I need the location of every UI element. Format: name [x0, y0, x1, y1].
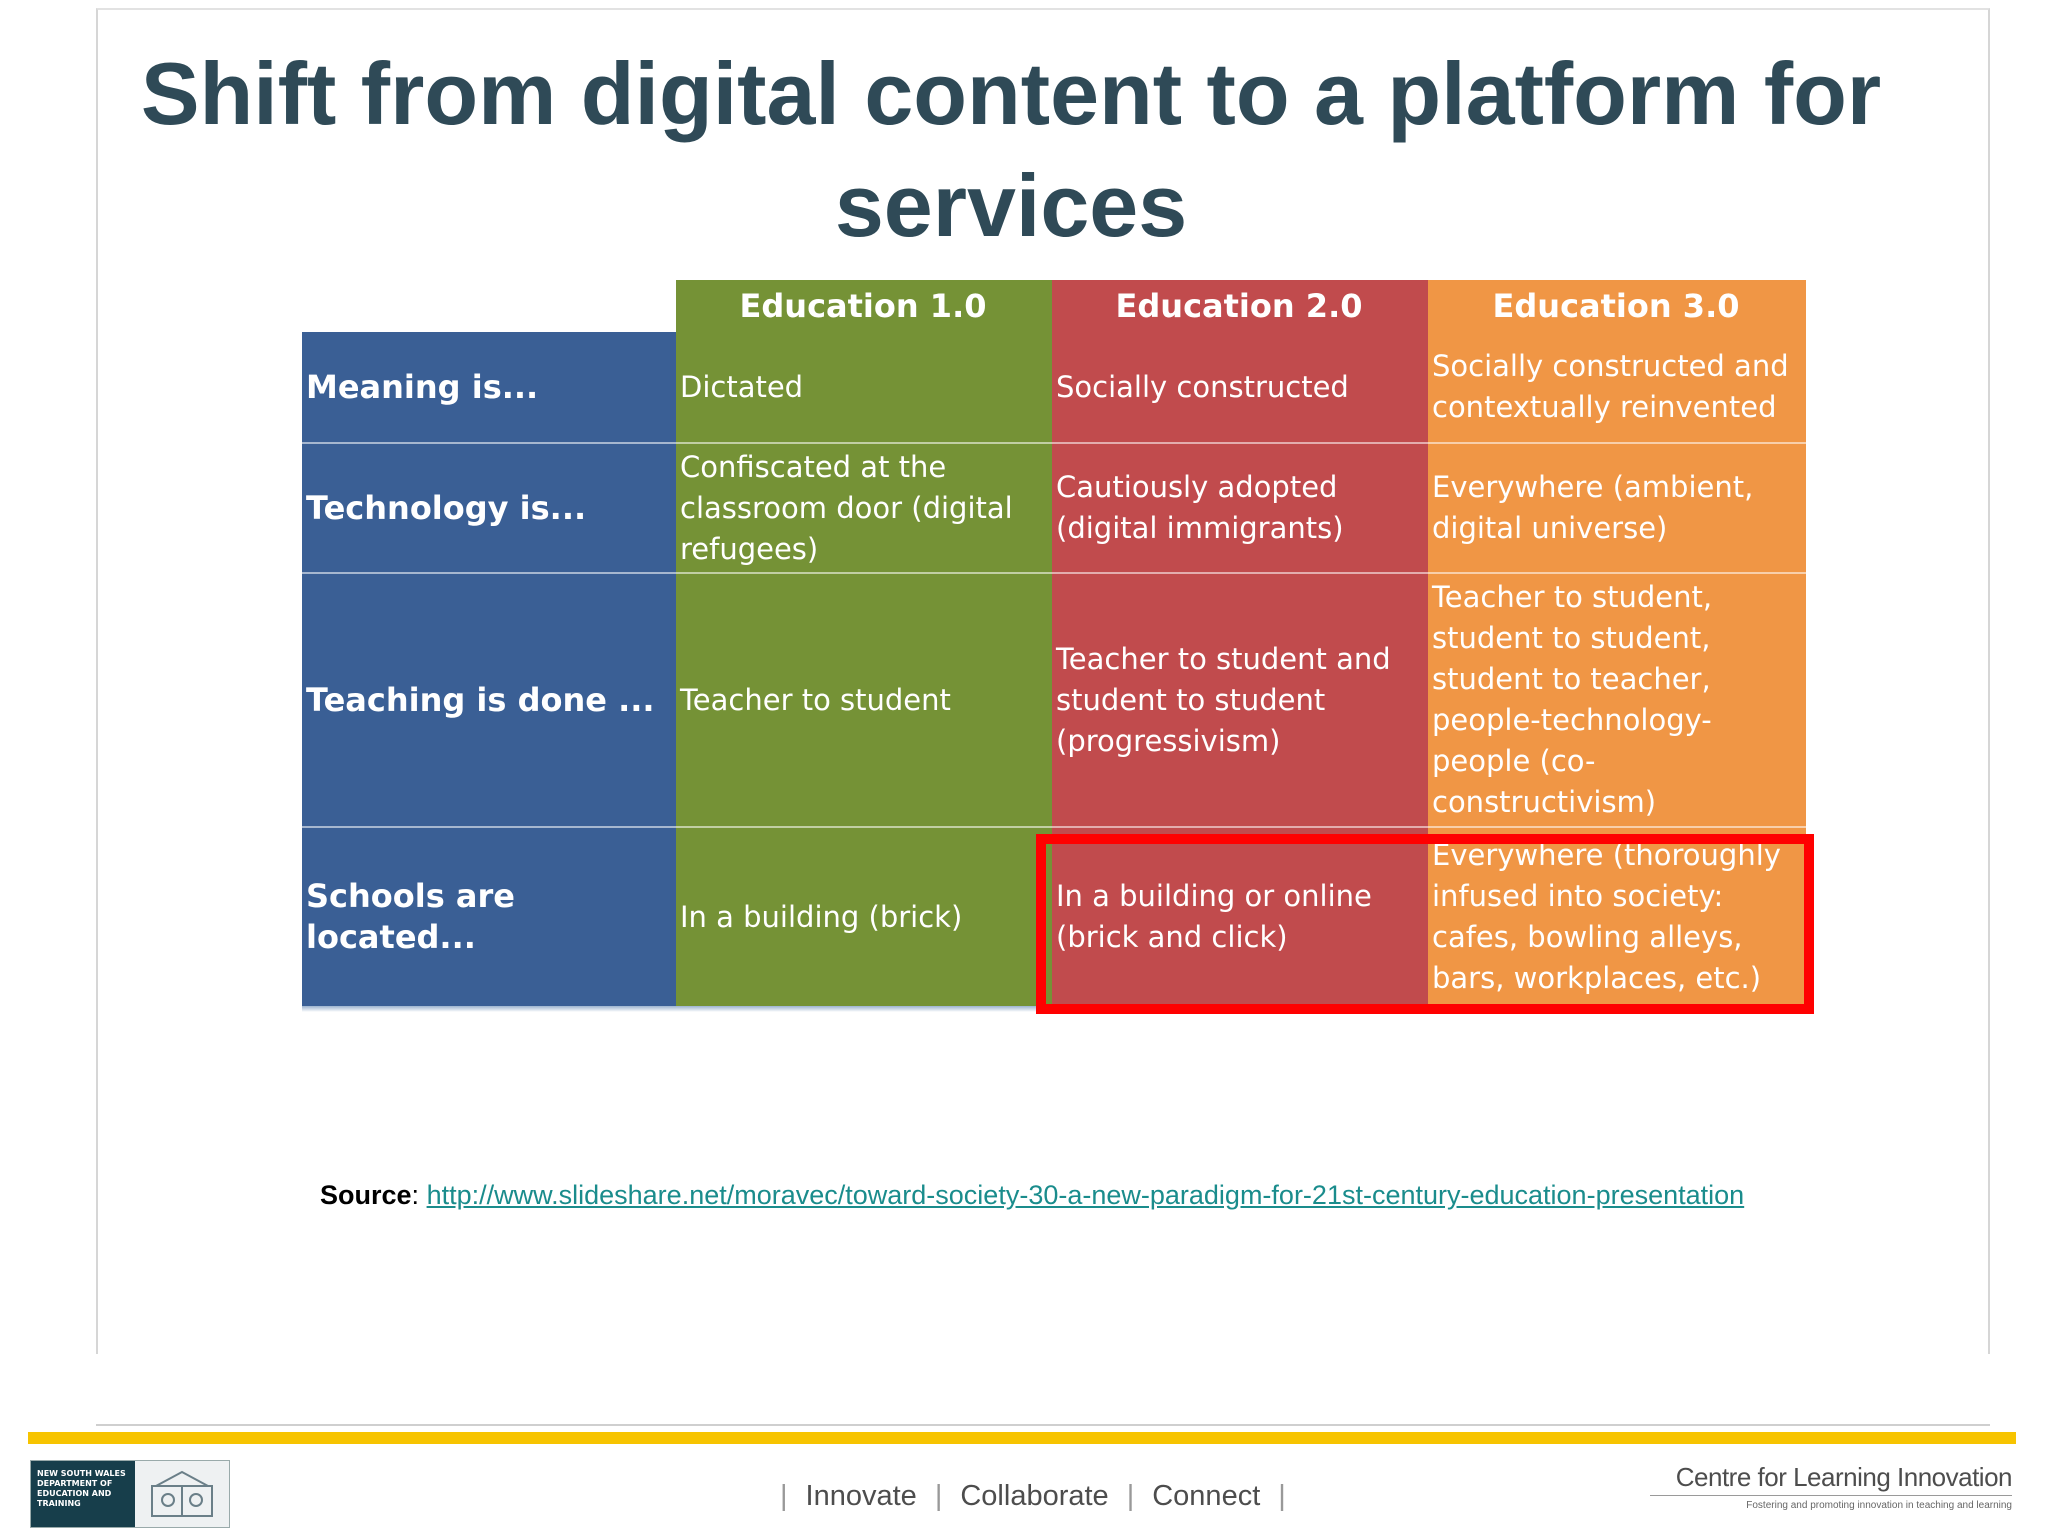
- cell-technology-edu3: Everywhere (ambient, digital universe): [1428, 444, 1806, 574]
- cell-meaning-edu3: Socially constructed and contextually re…: [1428, 332, 1806, 444]
- cell-teaching-edu2: Teacher to student and student to studen…: [1052, 574, 1428, 828]
- cell-schools-edu1: In a building (brick): [676, 828, 1052, 1006]
- cell-teaching-edu1: Teacher to student: [676, 574, 1052, 828]
- footer-nav: | Innovate | Collaborate | Connect |: [780, 1480, 1286, 1513]
- cell-technology-edu2: Cautiously adopted (digital immigrants): [1052, 444, 1428, 574]
- cli-logo: Centre for Learning Innovation Fostering…: [1650, 1462, 2013, 1512]
- header-education-2: Education 2.0: [1052, 280, 1428, 332]
- slide-frame: [96, 8, 1990, 1354]
- cell-schools-edu3: Everywhere (thoroughly infused into soci…: [1428, 828, 1806, 1006]
- source-label: Source: [320, 1180, 412, 1210]
- crest-icon: [135, 1461, 229, 1527]
- cell-schools-edu2: In a building or online (brick and click…: [1052, 828, 1428, 1006]
- nav-connect[interactable]: Connect: [1152, 1480, 1261, 1512]
- header-education-1: Education 1.0: [676, 280, 1052, 332]
- row-label-teaching: Teaching is done ...: [302, 574, 676, 828]
- cell-technology-edu1: Confiscated at the classroom door (digit…: [676, 444, 1052, 574]
- row-label-meaning: Meaning is...: [302, 332, 676, 444]
- header-education-3: Education 3.0: [1428, 280, 1806, 332]
- row-label-schools: Schools are located...: [302, 828, 676, 1006]
- nav-separator: |: [780, 1480, 788, 1512]
- cell-meaning-edu1: Dictated: [676, 332, 1052, 444]
- nav-separator: |: [1278, 1480, 1286, 1512]
- cell-teaching-edu3: Teacher to student, student to student, …: [1428, 574, 1806, 828]
- nav-innovate[interactable]: Innovate: [805, 1480, 917, 1512]
- table-shadow: [302, 1006, 1428, 1012]
- education-comparison-table: Education 1.0 Education 2.0 Education 3.…: [302, 280, 1806, 1006]
- cell-meaning-edu2: Socially constructed: [1052, 332, 1428, 444]
- nsw-det-logo-text: NEW SOUTH WALES DEPARTMENT OF EDUCATION …: [31, 1461, 135, 1527]
- footer-accent-bar: [28, 1432, 2016, 1444]
- cli-logo-tagline: Fostering and promoting innovation in te…: [1746, 1500, 2012, 1511]
- cli-logo-name: Centre for Learning Innovation: [1650, 1462, 2013, 1496]
- nav-separator: |: [934, 1480, 943, 1512]
- footer-rule: [96, 1424, 1990, 1426]
- table-corner: [302, 280, 676, 332]
- slide-title: Shift from digital content to a platform…: [140, 44, 1882, 255]
- source-link[interactable]: http://www.slideshare.net/moravec/toward…: [426, 1180, 1745, 1210]
- nsw-det-logo: NEW SOUTH WALES DEPARTMENT OF EDUCATION …: [30, 1460, 230, 1528]
- source-separator: :: [411, 1180, 420, 1210]
- nav-collaborate[interactable]: Collaborate: [960, 1480, 1109, 1512]
- row-label-technology: Technology is...: [302, 444, 676, 574]
- source-line: Source: http://www.slideshare.net/morave…: [320, 1180, 1744, 1211]
- nav-separator: |: [1126, 1480, 1135, 1512]
